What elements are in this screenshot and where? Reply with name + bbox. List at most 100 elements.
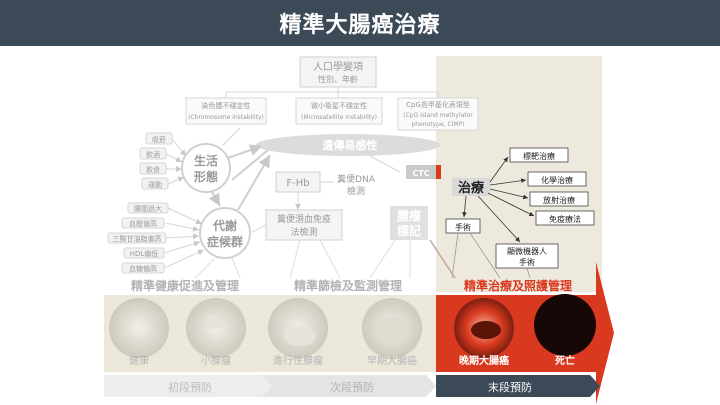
genetic-label: 遺傳易感性: [322, 138, 378, 152]
connector: [289, 239, 301, 279]
image-advanced-adenoma-polyp: [284, 326, 316, 346]
demographics-label: 人口學變項: [313, 60, 363, 73]
prevention-tertiary-bar: [436, 375, 600, 397]
image-label: 進行性腺瘤: [273, 354, 323, 367]
faded-diagram-area: 人口學變項 性別、年齡 染色體不穩定性 (Chromosome instabil…: [107, 56, 479, 279]
lifestyle-items: 吸菸 飲酒 飲食 運動: [139, 132, 173, 190]
image-late-cancer-mass: [471, 321, 501, 339]
treatment-item-box: [527, 171, 587, 187]
factor-left-box: [185, 97, 267, 125]
metabolic-item: 血壓偏高: [129, 219, 157, 228]
connector: [167, 176, 185, 185]
factor-right-label: CpG島甲基化表現型: [406, 100, 470, 109]
lifestyle-item: 飲食: [146, 165, 160, 174]
connector: [451, 232, 459, 279]
connector: [208, 191, 221, 207]
image-label: 晚期大腸癌: [459, 354, 509, 367]
stool-immune-box: [265, 209, 343, 241]
connector: [171, 138, 187, 157]
connector: [526, 267, 531, 279]
stool-dna-label-2: 檢測: [347, 185, 365, 197]
treatment-item-box: [535, 210, 595, 226]
image-early-cancer-mass: [376, 317, 408, 343]
lifestyle-item: 運動: [148, 180, 162, 189]
factor-mid-box: [295, 97, 383, 125]
metabolic-items: 腰圍過大 血壓偏高 三酸甘油脂偏高 HDL偏低 血糖偏高: [107, 202, 169, 274]
demographics-box: [299, 56, 377, 88]
treatment-main-box: [452, 178, 490, 196]
lifestyle-label-1: 生活: [194, 153, 218, 168]
connector: [165, 153, 183, 163]
treatment-item-box: [509, 147, 569, 163]
connector: [489, 156, 509, 183]
page-title: 精準大腸癌治療: [279, 13, 441, 38]
connector: [469, 232, 501, 279]
connector: [194, 257, 216, 279]
treatment-item: 放射治療: [543, 195, 575, 205]
connector: [369, 239, 396, 279]
ctc-label: CTC: [412, 169, 429, 178]
prevention-secondary-bar: [262, 375, 436, 397]
metabolic-item: 三酸甘油脂偏高: [113, 234, 162, 243]
stage-screening-label: 精準篩檢及監測管理: [294, 278, 402, 293]
stool-dna-label-1: 糞便DNA: [337, 173, 376, 185]
lifestyle-item: 飲酒: [146, 150, 160, 159]
prevention-primary-bar: [104, 375, 272, 397]
connector: [369, 155, 401, 173]
treatment-item: 化學治療: [541, 175, 573, 185]
lifestyle-circle: [181, 143, 231, 193]
tumor-marker-label-1: 腫瘤: [397, 208, 421, 223]
ctc-box: [406, 165, 436, 179]
connector: [462, 195, 467, 218]
stage-image-labels: 健康 小腺瘤 進行性腺瘤 早期大腸癌 晚期大腸癌 死亡: [129, 354, 575, 367]
factor-right-sublabel-2: phenotype, CIMP): [411, 121, 464, 128]
treatment-item-box: [529, 191, 589, 207]
connector: [489, 178, 527, 186]
surgery-label: 手術: [455, 222, 471, 232]
connector: [163, 249, 205, 269]
image-death: [534, 294, 596, 356]
treatment-tree: 治療 標靶治療 化學治療 放射治療 免疫療法 手術 顯微機器人 手術: [429, 147, 595, 279]
robot-surgery-label-1: 顯微機器人: [507, 246, 547, 256]
factor-mid-sublabel: (Microsatellite instability): [301, 114, 377, 121]
cancer-care-diagram: 人口學變項 性別、年齡 染色體不穩定性 (Chromosome instabil…: [104, 56, 614, 404]
metabolic-item: 血糖偏高: [129, 264, 157, 273]
fhb-label: F-Hb: [286, 178, 309, 189]
ctc-accent: [436, 165, 441, 179]
connector: [319, 239, 341, 279]
treatment-main-label: 治療: [458, 180, 485, 196]
metabolic-circle: [199, 207, 251, 259]
lifestyle-label-2: 形態: [194, 169, 218, 184]
metabolic-item: 腰圍過大: [134, 204, 162, 213]
stage-care-label: 精準治療及照護管理: [464, 278, 572, 293]
image-label: 小腺瘤: [201, 354, 231, 367]
surgery-box: [445, 218, 481, 234]
connector: [163, 240, 201, 254]
connector: [429, 239, 456, 279]
factor-right-sublabel-1: (CpG island methylator: [403, 112, 473, 119]
stool-immune-label-1: 糞便潛血免疫: [277, 213, 331, 225]
stage-promotion-label: 精準健康促進及管理: [131, 278, 239, 293]
tumor-marker-label-2: 標記: [397, 223, 421, 238]
prevention-primary-label: 初段預防: [168, 380, 212, 394]
image-healthy: [109, 298, 169, 358]
connector: [221, 127, 241, 147]
prevention-tertiary-label: 末段預防: [488, 380, 532, 394]
metabolic-label-1: 代謝: [212, 218, 237, 233]
genetic-ellipse: [256, 134, 440, 156]
title-bar: 精準大腸癌治療: [0, 0, 720, 46]
image-label: 死亡: [555, 354, 575, 367]
factor-left-label: 染色體不穩定性: [202, 101, 251, 110]
demographics-sublabel: 性別、年齡: [318, 74, 358, 84]
connector: [165, 233, 200, 240]
image-small-adenoma-polyp: [204, 315, 224, 329]
connector: [477, 195, 521, 243]
stage-images: [109, 294, 596, 358]
metabolic-label-2: 症候群: [207, 234, 243, 249]
metabolic-item-box: [121, 217, 165, 229]
image-label: 健康: [129, 354, 149, 367]
lifestyle-item: 吸菸: [152, 135, 166, 144]
treatment-item: 標靶治療: [523, 151, 555, 161]
connector: [251, 224, 267, 233]
factor-right-box: [397, 97, 479, 131]
